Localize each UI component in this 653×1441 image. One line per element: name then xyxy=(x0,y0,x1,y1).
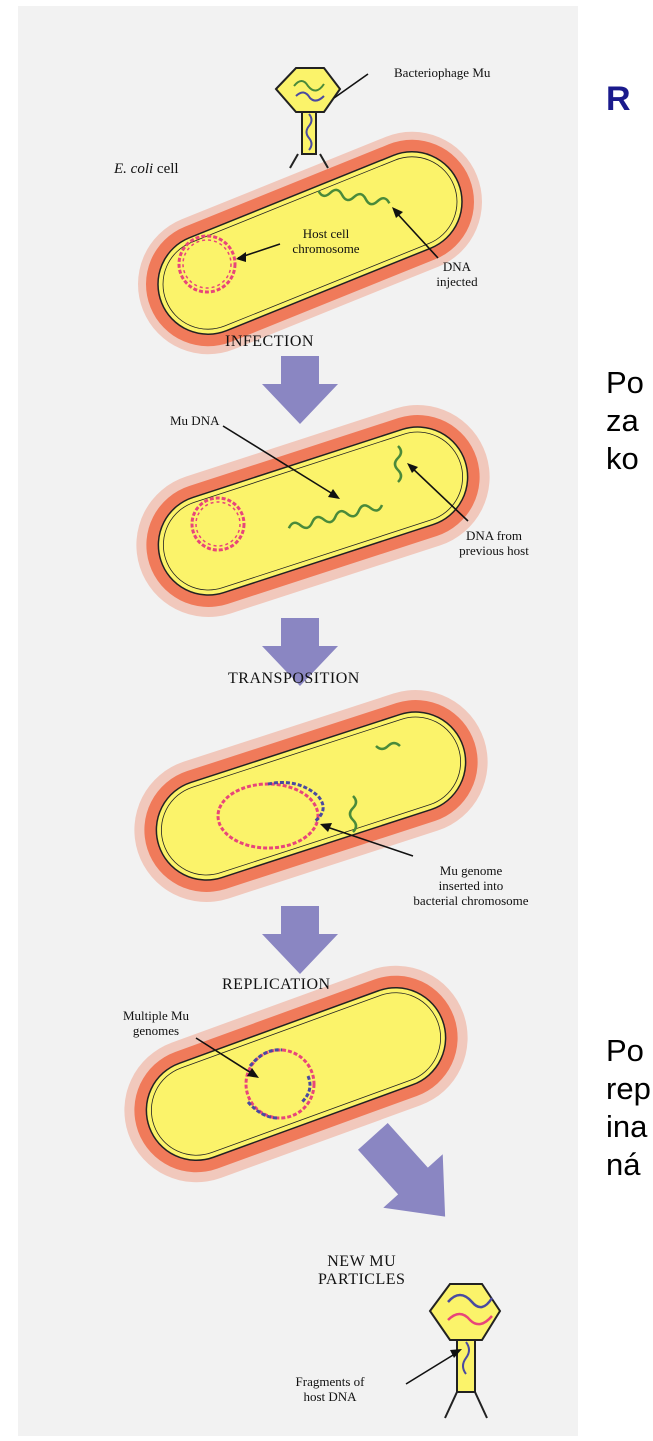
stage-label-infection: INFECTION xyxy=(225,333,314,351)
label-dna-previous-line-1: DNA from xyxy=(444,528,544,543)
label-multiple-mu-line-2: genomes xyxy=(106,1023,206,1038)
label-bacteriophage-mu: Bacteriophage Mu xyxy=(394,65,490,80)
stage-label-replication: REPLICATION xyxy=(222,976,331,994)
slide-text-block-2: Po rep ina ná xyxy=(606,1032,651,1184)
slide-title: R xyxy=(606,80,631,119)
label-fragments-line-2: host DNA xyxy=(280,1389,380,1404)
stage-new-mu-line-2: PARTICLES xyxy=(318,1271,405,1289)
label-mu-dna: Mu DNA xyxy=(170,413,219,428)
label-ecoli-cell: E. coli cell xyxy=(114,162,179,177)
label-host-chromosome-line-2: chromosome xyxy=(280,241,372,256)
bacteriophage-mu-new xyxy=(430,1284,500,1418)
label-host-chromosome: Host cell chromosome xyxy=(280,226,372,256)
slide-text-block-1: Po za ko xyxy=(606,364,644,478)
label-multiple-mu-line-1: Multiple Mu xyxy=(106,1008,206,1023)
slide-text-2-line-4: ná xyxy=(606,1146,651,1184)
mu-lifecycle-figure: Bacteriophage Mu E. coli cell Host cell … xyxy=(18,6,578,1436)
label-mu-inserted-line-3: bacterial chromosome xyxy=(396,893,546,908)
label-fragments-host-dna: Fragments of host DNA xyxy=(280,1374,380,1404)
bacteriophage-mu-1 xyxy=(276,68,340,168)
slide-text-1-line-3: ko xyxy=(606,440,644,478)
stage-arrow-new-mu xyxy=(343,1110,475,1244)
label-mu-genome-inserted: Mu genome inserted into bacterial chromo… xyxy=(396,863,546,908)
slide-text-2-line-1: Po xyxy=(606,1032,651,1070)
label-dna-injected: DNA injected xyxy=(422,259,492,289)
slide-text-2-line-3: ina xyxy=(606,1108,651,1146)
label-ecoli-italic: E. coli xyxy=(114,161,153,177)
label-dna-previous-line-2: previous host xyxy=(444,543,544,558)
stage-label-transposition: TRANSPOSITION xyxy=(228,670,360,688)
stage-arrow-infection xyxy=(262,356,338,424)
slide-text-2-line-2: rep xyxy=(606,1070,651,1108)
label-mu-inserted-line-1: Mu genome xyxy=(396,863,546,878)
label-multiple-mu-genomes: Multiple Mu genomes xyxy=(106,1008,206,1038)
slide-text-1-line-1: Po xyxy=(606,364,644,402)
label-dna-previous-host: DNA from previous host xyxy=(444,528,544,558)
slide-text-1-line-2: za xyxy=(606,402,644,440)
label-fragments-line-1: Fragments of xyxy=(280,1374,380,1389)
stage-new-mu-line-1: NEW MU xyxy=(318,1253,405,1271)
label-mu-inserted-line-2: inserted into xyxy=(396,878,546,893)
label-host-chromosome-line-1: Host cell xyxy=(280,226,372,241)
label-dna-injected-line-1: DNA xyxy=(422,259,492,274)
label-ecoli-rest: cell xyxy=(153,161,178,177)
stage-label-new-mu-particles: NEW MU PARTICLES xyxy=(318,1253,405,1289)
label-dna-injected-line-2: injected xyxy=(422,274,492,289)
figure-drawing xyxy=(18,6,578,1436)
stage-arrow-replication xyxy=(262,906,338,974)
